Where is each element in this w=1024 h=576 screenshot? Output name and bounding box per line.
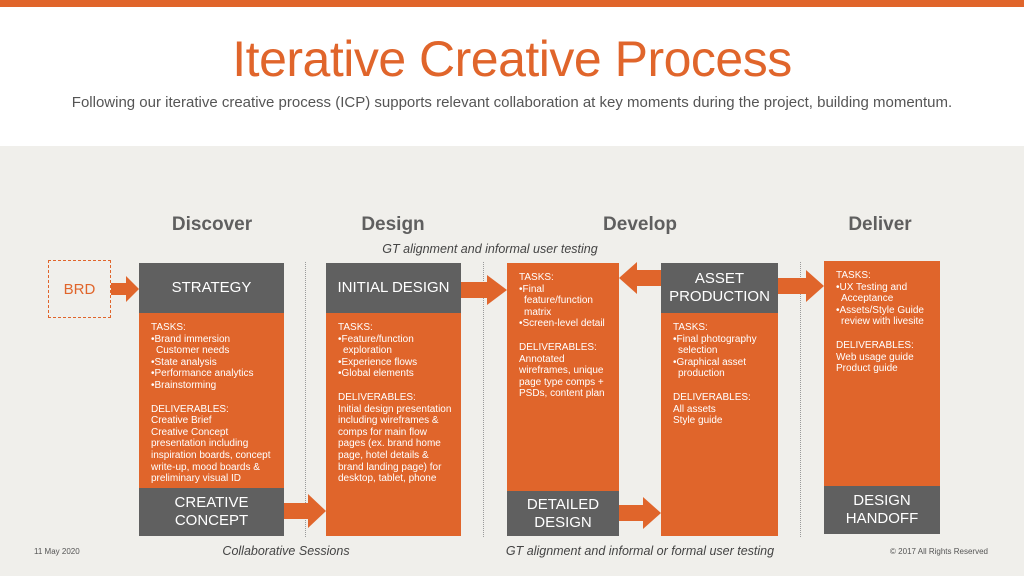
arrow-brd-to-strategy	[111, 276, 139, 302]
initial-design-task: Experience flows	[338, 357, 453, 369]
note-bottom-testing: GT alignment and informal or formal user…	[505, 544, 775, 558]
deliver-deliverable: Product guide	[836, 363, 898, 375]
strategy-task: Performance analytics	[151, 368, 276, 380]
arrow-concept-to-design	[284, 494, 326, 528]
phase-discover: Discover	[171, 214, 253, 235]
initial-design-tasks-label: TASKS:	[338, 322, 373, 333]
asset-production-content: TASKS: Final photography selection Graph…	[661, 313, 778, 536]
divider-1	[305, 262, 306, 537]
deliver-task: UX Testing and Acceptance	[836, 282, 932, 305]
strategy-deliverable: Creative Brief	[151, 415, 212, 427]
footer-date: 11 May 2020	[34, 547, 80, 556]
strategy-content: TASKS: Brand immersion Customer needs St…	[139, 313, 284, 488]
design-handoff-box: DESIGN HANDOFF	[824, 486, 940, 534]
asset-production-header: ASSET PRODUCTION	[661, 263, 778, 313]
initial-design-task: Feature/function exploration	[338, 334, 453, 357]
phase-design: Design	[361, 214, 425, 235]
asset-production-task: Graphical asset production	[673, 357, 770, 380]
page-title: Iterative Creative Process	[232, 31, 792, 87]
develop-task: Final feature/function matrix	[519, 284, 611, 319]
phase-deliver: Deliver	[848, 214, 912, 235]
phase-develop: Develop	[603, 214, 677, 235]
develop-content: TASKS: Final feature/function matrix Scr…	[507, 263, 619, 491]
arrow-asset-to-develop	[619, 262, 661, 294]
develop-deliverable: Annotated wireframes, unique page type c…	[519, 353, 605, 400]
top-accent-bar	[0, 0, 1024, 7]
deliver-deliverable: Web usage guide	[836, 351, 914, 363]
creative-concept-box: CREATIVE CONCEPT	[139, 488, 284, 536]
arrow-detailed-to-asset	[619, 497, 661, 529]
brd-box: BRD	[48, 260, 111, 318]
strategy-task: Brand immersion Customer needs	[151, 334, 276, 357]
note-top-testing: GT alignment and informal user testing	[382, 242, 598, 256]
deliver-deliverables-label: DELIVERABLES:	[836, 339, 914, 351]
strategy-task: Brainstorming	[151, 380, 276, 392]
strategy-tasks-label: TASKS:	[151, 322, 186, 333]
initial-design-deliverable: Initial design presentation including wi…	[338, 403, 452, 485]
footer-copyright: © 2017 All Rights Reserved	[890, 547, 988, 556]
note-collaborative-sessions: Collaborative Sessions	[222, 544, 350, 558]
asset-production-deliverables-label: DELIVERABLES:	[673, 391, 751, 403]
deliver-task: Assets/Style Guide review with livesite	[836, 305, 932, 328]
initial-design-content: TASKS: Feature/function exploration Expe…	[326, 313, 461, 536]
deliver-tasks-label: TASKS:	[836, 270, 871, 281]
asset-production-deliverable: All assets	[673, 403, 716, 415]
arrow-asset-to-deliver	[778, 270, 824, 302]
strategy-deliverable: Creative Concept presentation including …	[151, 426, 271, 485]
detailed-design-box: DETAILED DESIGN	[507, 491, 619, 536]
initial-design-header: INITIAL DESIGN	[326, 263, 461, 313]
divider-3	[800, 262, 801, 537]
develop-deliverables-label: DELIVERABLES:	[519, 341, 597, 353]
arrow-design-to-develop	[461, 275, 507, 305]
develop-task: Screen-level detail	[519, 318, 611, 330]
divider-2	[483, 262, 484, 537]
asset-production-tasks-label: TASKS:	[673, 322, 708, 333]
page-subtitle: Following our iterative creative process…	[71, 94, 953, 111]
strategy-header: STRATEGY	[139, 263, 284, 313]
deliver-content: TASKS: UX Testing and Acceptance Assets/…	[824, 261, 940, 486]
initial-design-deliverables-label: DELIVERABLES:	[338, 391, 416, 403]
asset-production-deliverable: Style guide	[673, 415, 723, 427]
strategy-task: State analysis	[151, 357, 276, 369]
strategy-deliverables-label: DELIVERABLES:	[151, 403, 229, 415]
asset-production-task: Final photography selection	[673, 334, 770, 357]
develop-tasks-label: TASKS:	[519, 272, 554, 283]
initial-design-task: Global elements	[338, 368, 453, 380]
